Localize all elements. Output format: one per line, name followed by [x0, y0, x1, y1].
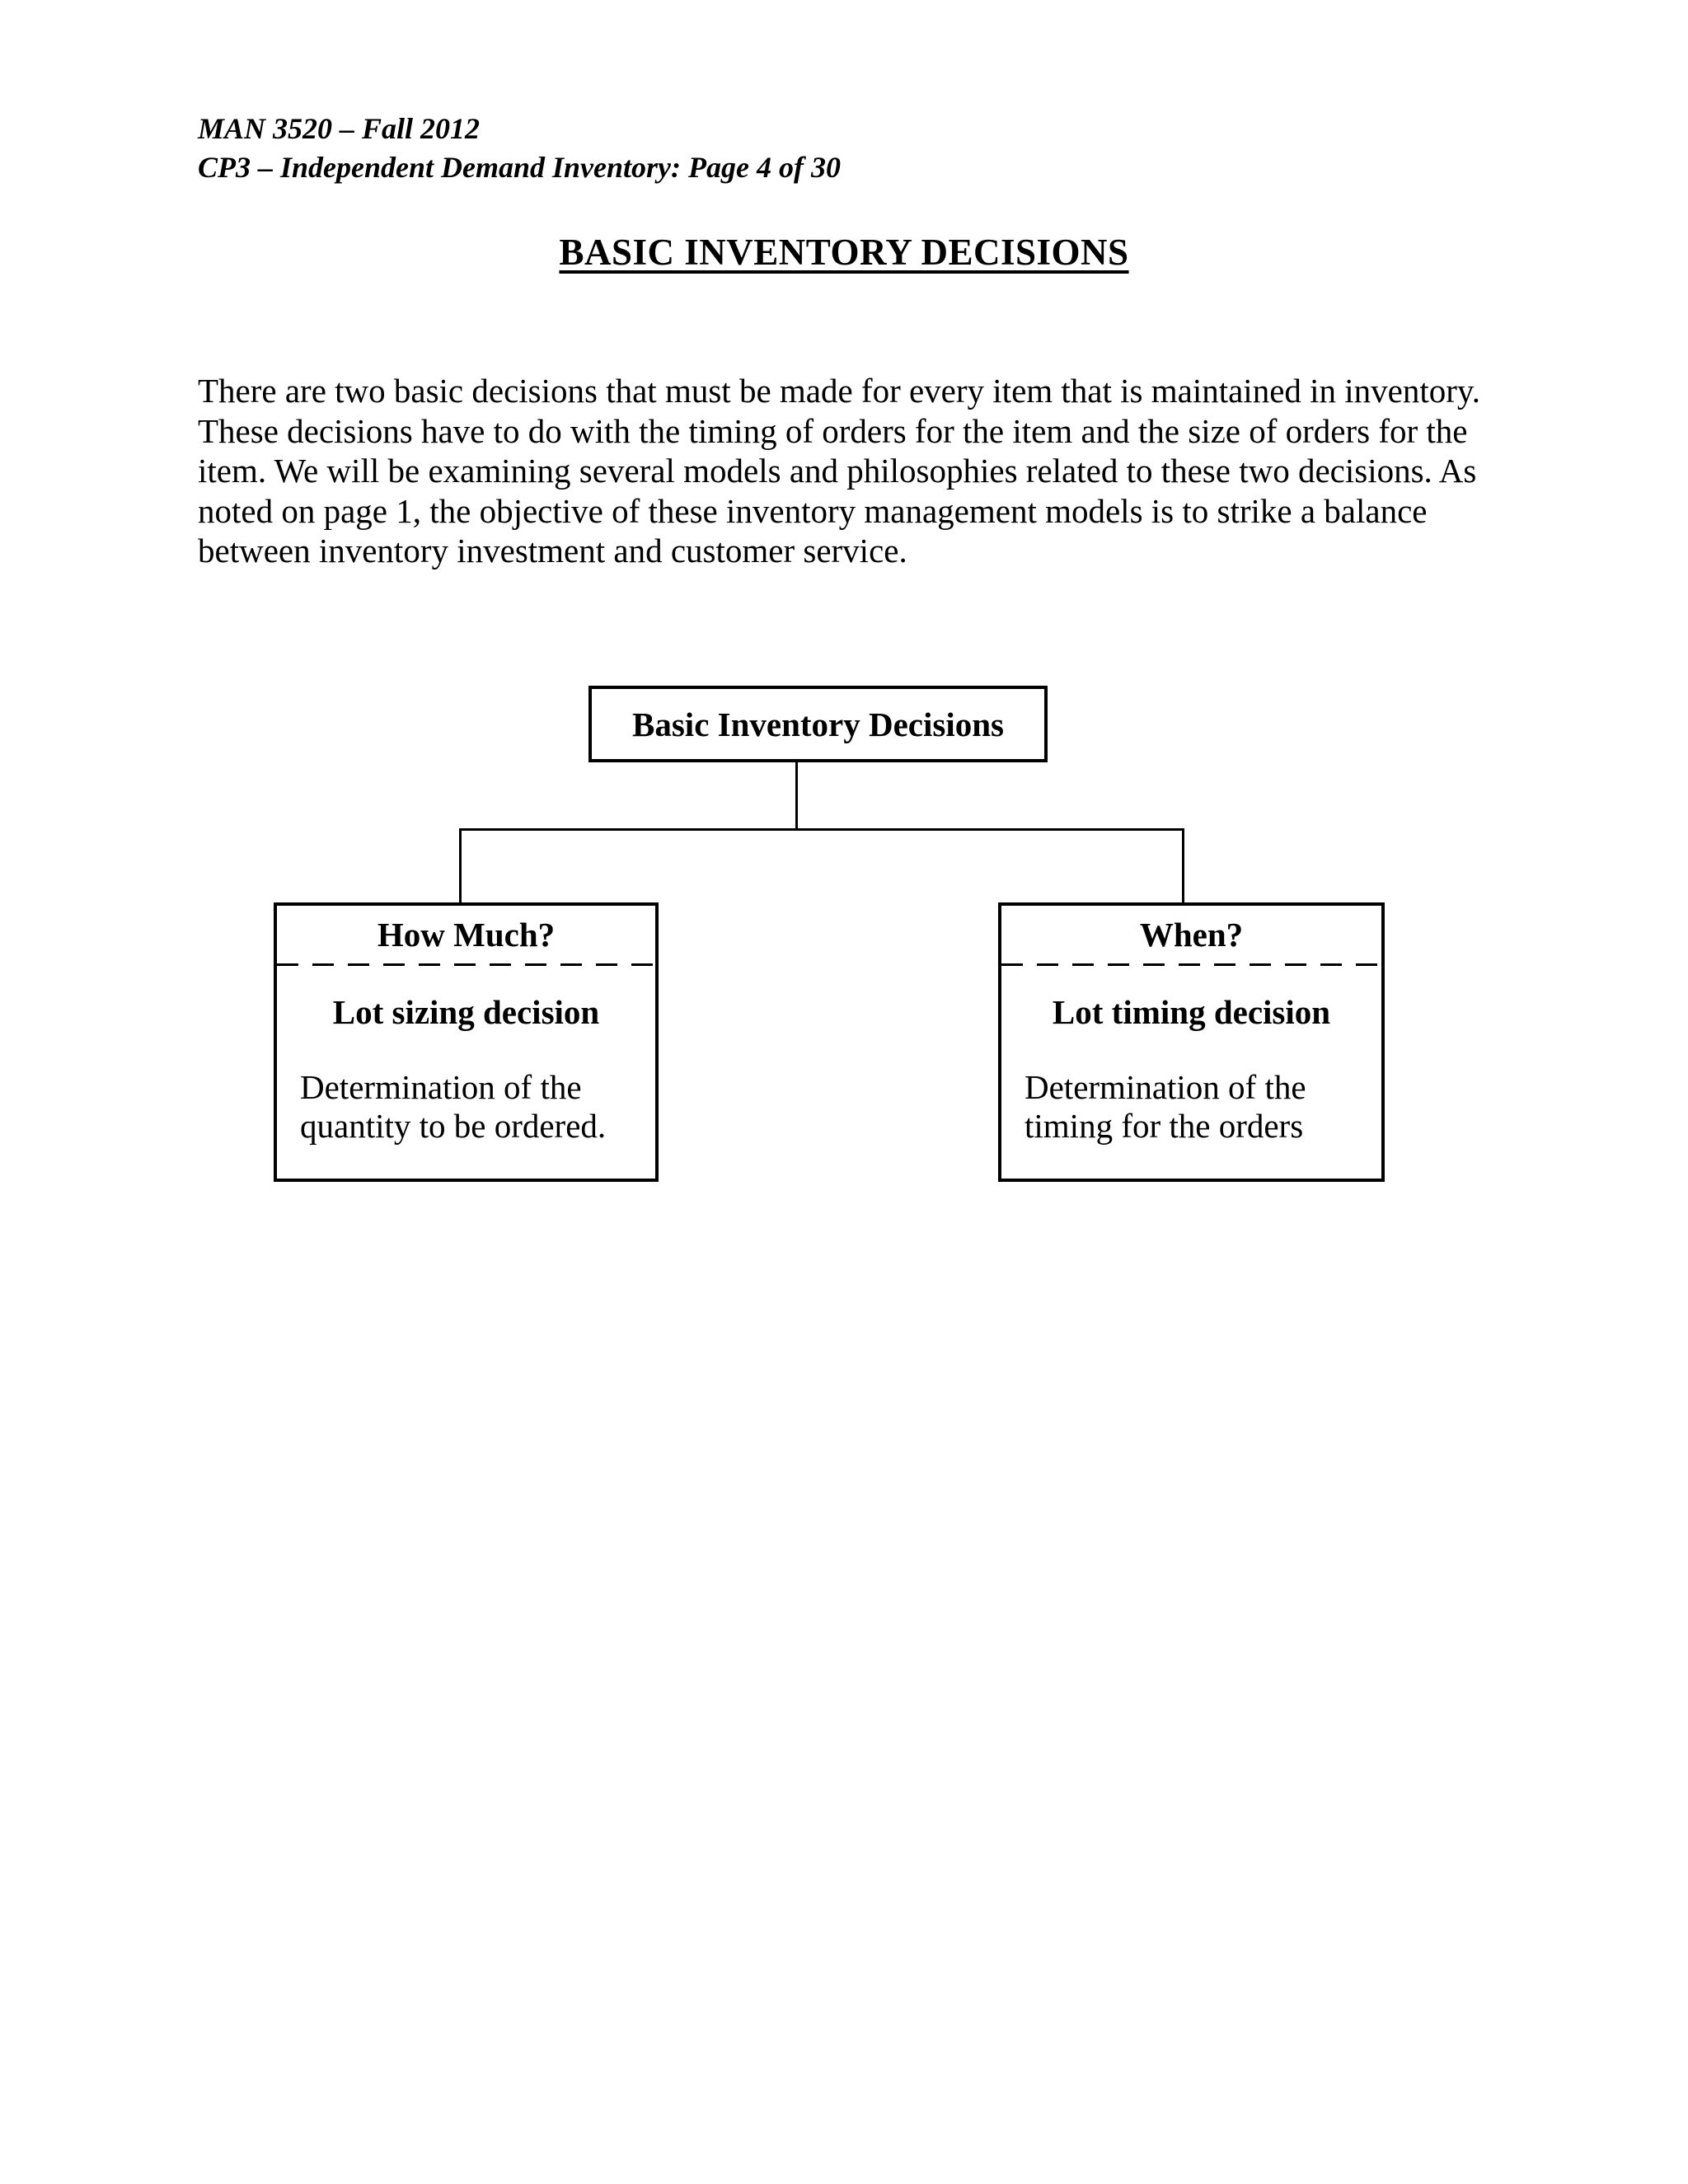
header-course-line: MAN 3520 – Fall 2012: [198, 112, 481, 145]
paragraph-line: noted on page 1, the objective of these …: [198, 491, 1428, 530]
root-node-label: Basic Inventory Decisions: [632, 705, 1004, 743]
left-node-question: How Much?: [377, 916, 556, 954]
right-node-question: When?: [1139, 916, 1244, 954]
right-node-description: Determination of the timing for the orde…: [1001, 1068, 1381, 1146]
connector-right-drop: [1182, 828, 1184, 904]
description-line: Determination of the: [300, 1068, 582, 1106]
right-node-when: When? Lot timing decision Determination …: [998, 902, 1385, 1182]
paragraph-line: These decisions have to do with the timi…: [198, 411, 1468, 450]
left-node-how-much: How Much? Lot sizing decision Determinat…: [274, 902, 659, 1182]
paragraph-line: There are two basic decisions that must …: [198, 372, 1480, 410]
paragraph-line: item. We will be examining several model…: [198, 452, 1477, 490]
description-line: timing for the orders: [1025, 1107, 1304, 1145]
description-line: quantity to be ordered.: [300, 1107, 607, 1145]
description-line: Determination of the: [1025, 1068, 1306, 1106]
left-node-description: Determination of the quantity to be orde…: [277, 1068, 655, 1146]
right-node-dashed-divider: [1001, 963, 1381, 966]
connector-left-drop: [459, 828, 462, 904]
left-node-decision-label: Lot sizing decision: [332, 993, 600, 1031]
left-node-dashed-divider: [277, 963, 655, 966]
document-header: MAN 3520 – Fall 2012 CP3 – Independent D…: [198, 110, 841, 187]
right-node-decision-label: Lot timing decision: [1052, 993, 1331, 1031]
connector-root-vertical: [795, 762, 798, 829]
header-chapter-line: CP3 – Independent Demand Inventory: Page…: [198, 151, 841, 184]
intro-paragraph: There are two basic decisions that must …: [198, 371, 1517, 571]
page-title: BASIC INVENTORY DECISIONS: [559, 232, 1129, 273]
root-node-basic-inventory-decisions: Basic Inventory Decisions: [588, 686, 1048, 762]
paragraph-line: between inventory investment and custome…: [198, 532, 907, 569]
connector-horizontal-bar: [459, 828, 1184, 831]
